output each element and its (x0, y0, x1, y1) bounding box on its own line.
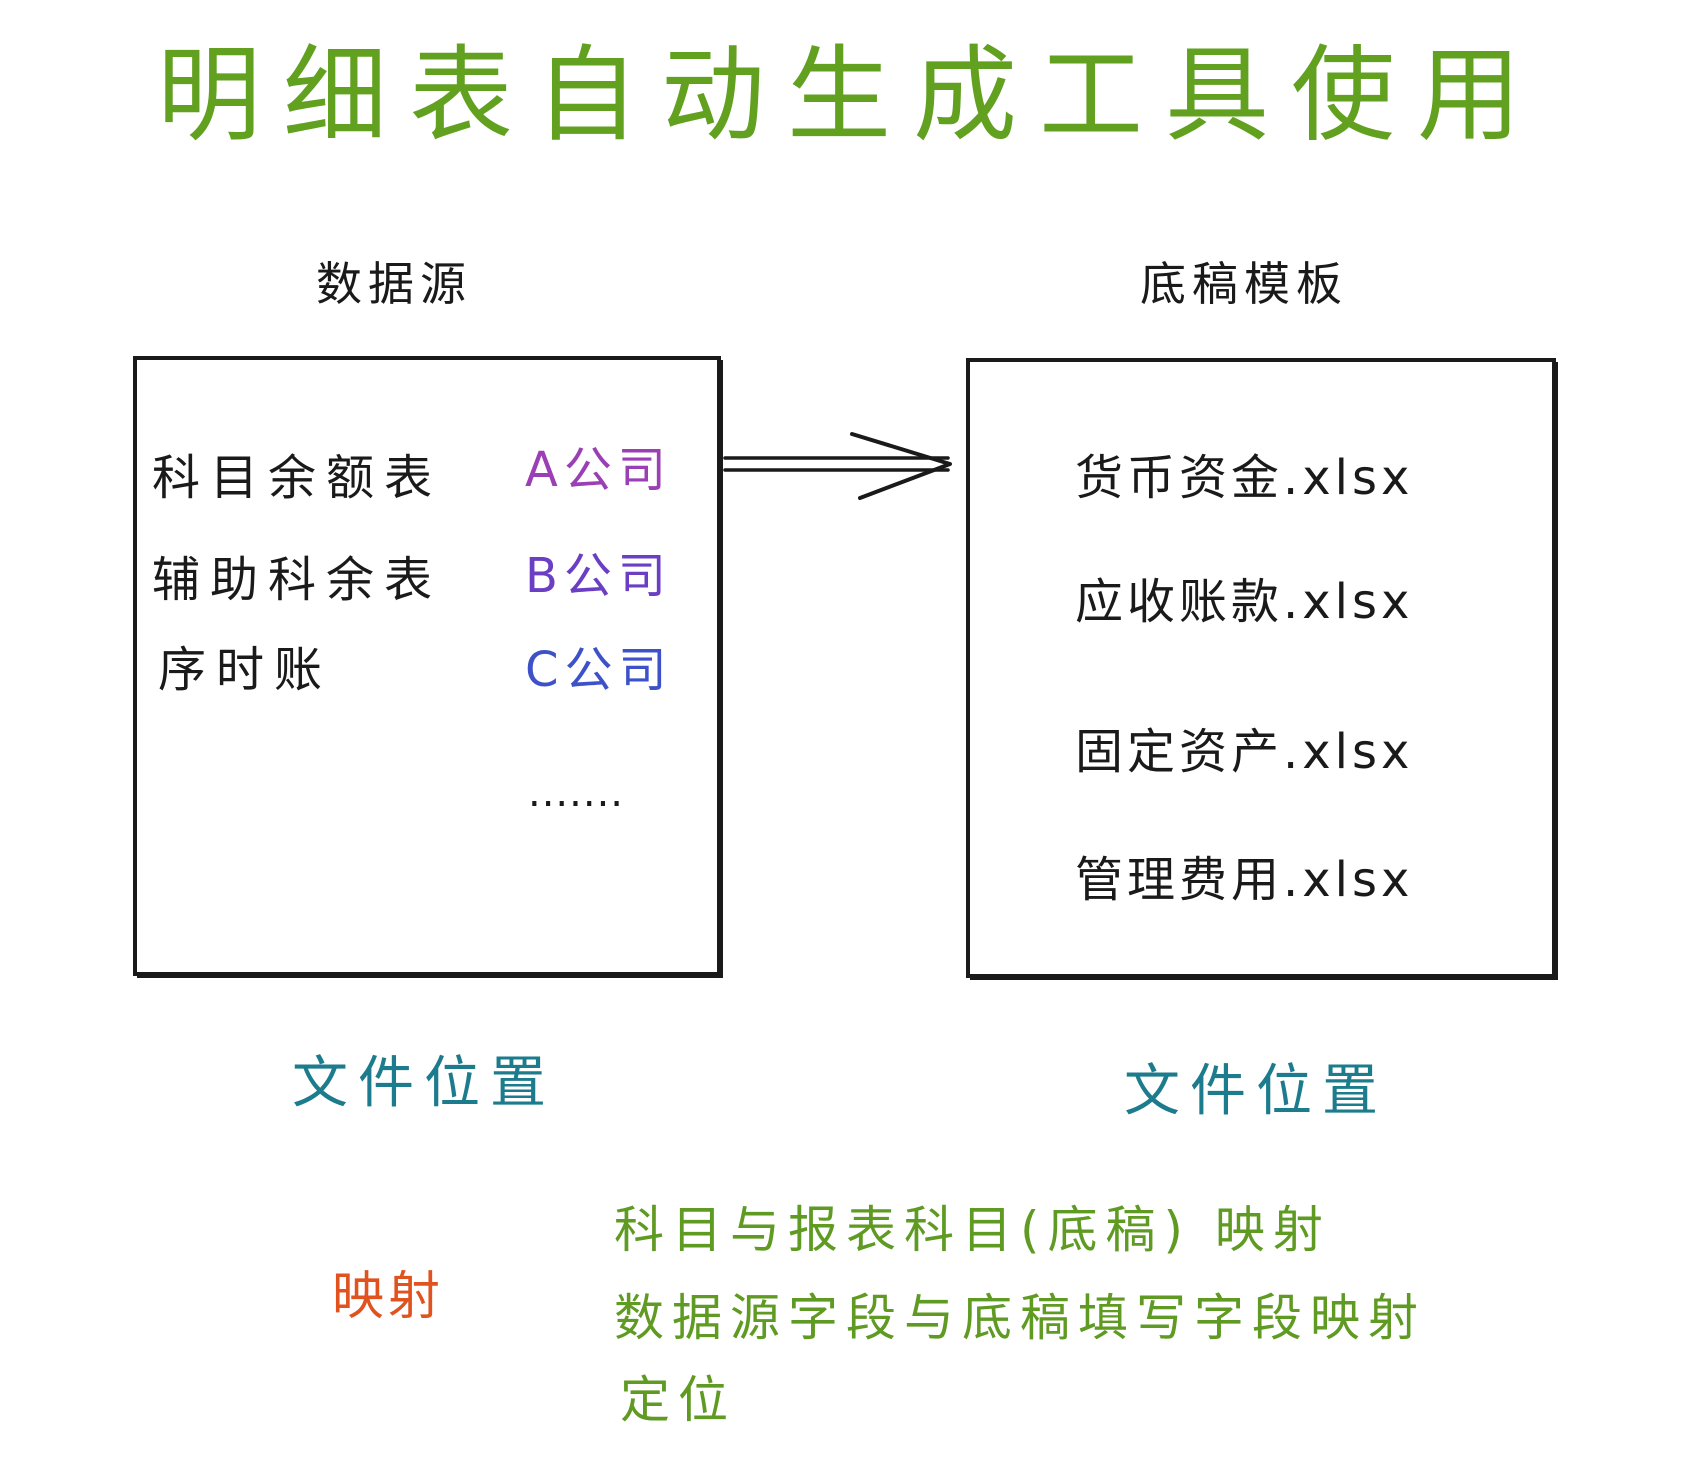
template-location-label: 文件位置 (1124, 1059, 1388, 1124)
source-item-company: A公司 (525, 442, 672, 498)
source-item-name: 序时账 (158, 642, 333, 698)
template-file: 货币资金.xlsx (1075, 450, 1414, 506)
source-item-company: C公司 (525, 642, 673, 698)
mapping-line: 科目与报表科目(底稿) 映射 (614, 1201, 1331, 1259)
data-source-box (133, 356, 721, 976)
template-file: 应收账款.xlsx (1075, 574, 1414, 630)
source-location-label: 文件位置 (292, 1051, 556, 1116)
mapping-line: 数据源字段与底稿填写字段映射 (614, 1289, 1426, 1347)
page-title: 明细表自动生成工具使用 (156, 34, 1543, 156)
template-box (966, 358, 1556, 978)
template-file: 管理费用.xlsx (1075, 852, 1414, 908)
template-file: 固定资产.xlsx (1075, 724, 1414, 780)
mapping-label: 映射 (332, 1267, 445, 1327)
mapping-line: 定位 (620, 1371, 736, 1429)
data-source-heading: 数据源 (316, 257, 472, 311)
source-item-name: 辅助科余表 (152, 552, 443, 608)
source-item-company: B公司 (525, 548, 672, 604)
more-items-ellipsis: ....... (528, 770, 625, 816)
template-heading: 底稿模板 (1140, 257, 1348, 311)
source-item-name: 科目余额表 (152, 450, 443, 506)
